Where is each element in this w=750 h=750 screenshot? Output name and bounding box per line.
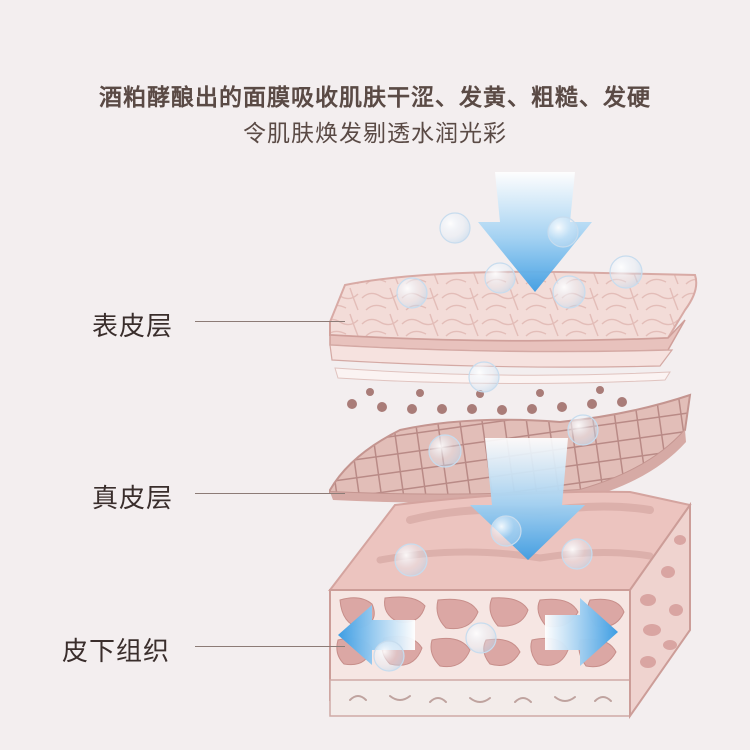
headline-line-1: 酒粕酵酿出的面膜吸收肌肤干涩、发黄、粗糙、发硬 — [99, 85, 651, 111]
leader-subcutaneous — [195, 646, 345, 647]
headline-line-2: 令肌肤焕发剔透水润光彩 — [243, 121, 507, 147]
granular-layer — [347, 386, 627, 415]
label-subcutaneous: 皮下组织 — [62, 637, 171, 667]
leader-epidermis — [195, 321, 345, 322]
down-arrow-top — [478, 172, 592, 292]
label-dermis: 真皮层 — [92, 484, 174, 514]
leader-dermis — [195, 493, 345, 494]
right-arrow — [545, 598, 618, 666]
label-epidermis: 表皮层 — [92, 312, 174, 342]
epidermis-layer — [329, 270, 698, 385]
water-bubbles — [373, 212, 643, 672]
